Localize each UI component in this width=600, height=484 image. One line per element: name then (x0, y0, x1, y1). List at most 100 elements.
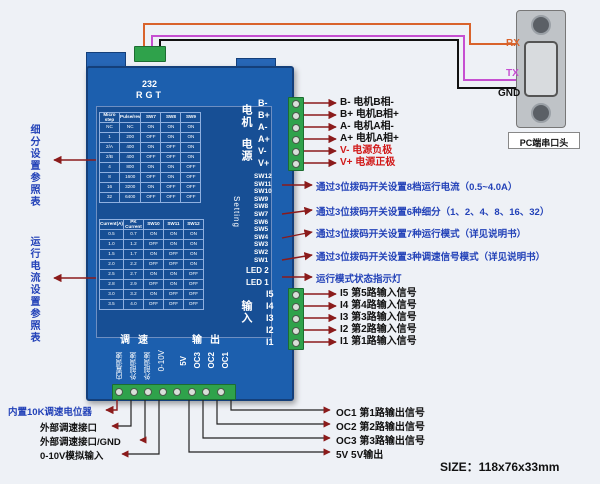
terminal-screw (202, 388, 210, 396)
terminal-label-b-plus: B+ (258, 110, 270, 120)
led2-label: LED 2 (246, 266, 269, 275)
terminal-label-i5: I5 (266, 289, 274, 299)
power-label-v-minus: V- 电源负极 (340, 145, 393, 156)
speed-label-external-gnd: 外部调速接口/GND (40, 437, 121, 448)
side-label-microstep: 细分设置参照表 (28, 124, 39, 208)
leader-speed-mode (281, 252, 313, 261)
input-zone-label: 输入 (240, 300, 252, 324)
micro-step-header: Micro step Pulse/rev SW7 SW8 SW9 (99, 111, 202, 124)
output-label-oc2: OC2 第2路输出信号 (336, 422, 425, 433)
header-cell: SW12 (182, 218, 204, 231)
terminal-screw (115, 388, 123, 396)
port-232-label: 232 (142, 79, 158, 89)
terminal-screw (292, 112, 300, 120)
terminal-screw (129, 388, 138, 396)
terminal-screw (292, 100, 300, 108)
terminal-screw (216, 388, 225, 396)
gnd-wire (159, 39, 520, 89)
input-label-i4: I4 第4路输入信号 (340, 300, 417, 311)
output-zone-label: 输出 (192, 335, 228, 346)
current-table: Current(A) PK Current SW10 SW11 SW12 0.5… (99, 218, 204, 311)
leader-mode (281, 229, 313, 239)
leader-microstep (281, 206, 313, 216)
motor-label-b-plus: B+ 电机B相+ (340, 109, 399, 120)
dip-switch-label: SW2 (254, 248, 269, 256)
terminal-screw (173, 388, 181, 396)
dip-switch-label: SW6 (254, 218, 269, 226)
gnd-label: GND (498, 88, 521, 99)
dip-switch-label: SW5 (254, 226, 269, 234)
dip-switch-label: SW12 (254, 173, 272, 180)
rx-wire (143, 23, 520, 48)
dip-switch-label: SW4 (254, 233, 269, 241)
led1-label: LED 1 (246, 278, 269, 287)
header-cell: SW9 (180, 111, 202, 124)
terminal-label-i1: I1 (266, 337, 274, 347)
terminal-screw (292, 124, 300, 132)
db9-shell (524, 41, 558, 97)
header-cell: Pulse/rev (118, 111, 142, 124)
leader-oc3 (202, 400, 331, 442)
current-header: Current(A) PK Current SW10 SW11 SW12 (99, 218, 204, 231)
port-rgt-label: RGT (136, 90, 164, 100)
terminal-label-i2: I2 (266, 325, 274, 335)
dip-switch-label: SW11 (254, 180, 272, 188)
speed-zone-label: 调速 (120, 335, 156, 346)
pc-port-caption: PC端串口头 (508, 132, 580, 149)
terminal-screw (292, 148, 300, 156)
setting-label-microstep: 通过3位拨码开关设置6种细分（1、2、4、8、16、32） (316, 207, 550, 218)
speed-label-internal-pot: 内置10K调速电位器 (8, 407, 92, 418)
setting-label-mode: 通过3位拨码开关设置7种运行模式（详见说明书） (316, 229, 527, 240)
speed-label-analog: 0-10V模拟输入 (40, 451, 104, 462)
table-cell: OFF (180, 192, 202, 204)
terminal-screw (292, 315, 300, 323)
motor-label-a-plus: A+ 电机A相+ (340, 133, 399, 144)
terminal-screw (292, 327, 300, 335)
motor-label-b-minus: B- 电机B相- (340, 97, 394, 108)
terminal-screw (292, 339, 300, 347)
setting-label-led: 运行模式状态指示灯 (316, 274, 402, 285)
setting-label-speed-mode: 通过3位拨码开关设置3种调速信号模式（详见说明书） (316, 252, 546, 263)
terminal-screw (292, 136, 300, 144)
db9-screw-bottom (531, 103, 551, 123)
dip-switch-label: SW7 (254, 210, 269, 218)
terminal-screw (158, 388, 167, 396)
dip-switch-label: SW9 (254, 195, 269, 203)
leader-5v (188, 400, 331, 456)
setting-label: Setting (232, 196, 241, 228)
db9-screw-top (531, 15, 551, 35)
leader-ext-gnd (139, 400, 147, 444)
terminal-screw (292, 291, 300, 299)
power-label-v-plus: V+ 电源正极 (340, 157, 396, 168)
dip-switch-label: SW3 (254, 241, 269, 249)
pc-port-label: PC端串口头 (519, 138, 569, 148)
output-label-oc3: OC3 第3路输出信号 (336, 436, 425, 447)
input-terminal-labels: I5 I4 I3 I2 I1 (266, 290, 286, 350)
terminal-label-i3: I3 (266, 313, 274, 323)
leader-oc2 (216, 400, 331, 428)
side-label-current: 运行电流设置参照表 (28, 236, 39, 344)
input-terminal-block (288, 288, 304, 350)
speed-label-external: 外部调速接口 (40, 423, 98, 434)
terminal-label-v-plus: V+ (258, 158, 270, 168)
input-label-column: I5 第5路输入信号 I4 第4路输入信号 I3 第3路输入信号 I2 第2路输… (340, 288, 417, 348)
table-cell: OFF (182, 299, 204, 311)
dip-switch-label: SW8 (254, 203, 269, 211)
leader-oc1 (230, 400, 331, 414)
motor-power-terminal-block (288, 97, 304, 171)
terminal-label-b-minus: B- (258, 98, 268, 108)
terminal-label-a-minus: A- (258, 122, 268, 132)
speed-output-terminal-block (112, 384, 236, 400)
power-zone-label: 电源 (240, 138, 252, 162)
terminal-screw (292, 160, 300, 168)
motor-label-a-minus: A- 电机A相- (340, 121, 394, 132)
